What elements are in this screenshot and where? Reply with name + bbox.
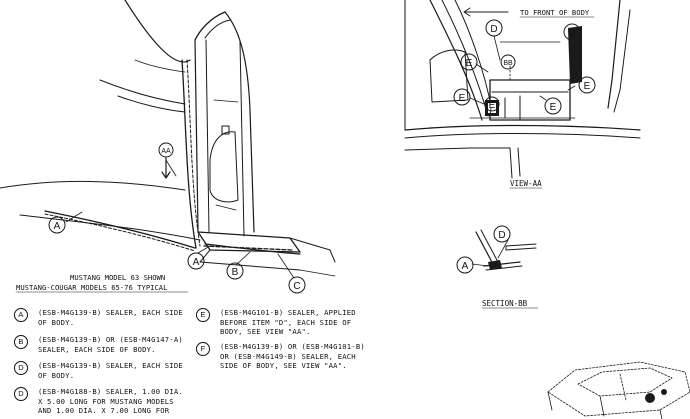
svg-text:E: E: [584, 81, 591, 92]
view-aa-callout-e4: E: [578, 76, 596, 94]
to-front-of-body-label: TO FRONT OF BODY: [520, 8, 590, 17]
svg-text:AA: AA: [161, 148, 171, 155]
svg-text:D: D: [568, 28, 575, 39]
svg-text:E: E: [550, 102, 557, 113]
legend-badge-d2: D: [14, 387, 28, 401]
svg-text:E: E: [466, 58, 473, 69]
model-caption-line2: MUSTANG-COUGAR MODELS 65-76 TYPICAL: [16, 283, 167, 292]
svg-text:D: D: [498, 230, 505, 241]
section-bb-callout-a: A: [456, 256, 474, 274]
legend-badge-e: E: [196, 308, 210, 322]
legend-item-d1: D (ESB-M4G139-B) SEALER, EACH SIDE OF BO…: [14, 361, 204, 389]
callout-aa-view-marker: AA: [158, 142, 174, 179]
callout-b: B: [226, 262, 244, 280]
callout-a-sill: A: [187, 252, 205, 270]
svg-text:A: A: [193, 257, 200, 268]
legend-item-b: B (ESB-M4G139-B) OR (ESB-M4G147-A) SEALE…: [14, 335, 204, 363]
legend-text-a: (ESB-M4G139-B) SEALER, EACH SIDE OF BODY…: [38, 308, 183, 327]
svg-text:A: A: [462, 261, 469, 272]
svg-text:C: C: [293, 281, 300, 292]
svg-text:E: E: [489, 100, 496, 111]
svg-text:B: B: [232, 267, 239, 278]
legend-text-d2: (ESB-M4G188-B) SEALER, 1.00 DIA. X 5.00 …: [38, 387, 183, 416]
legend-text-e: (ESB-M4G101-B) SEALER, APPLIED BEFORE IT…: [220, 308, 356, 337]
view-aa-callout-d-left: D: [485, 19, 503, 37]
svg-text:BB: BB: [503, 60, 513, 67]
section-bb-callout-d: D: [493, 225, 511, 243]
legend-badge-a: A: [14, 308, 28, 322]
legend-badge-f: F: [196, 342, 210, 356]
view-aa-caption: VIEW-AA: [510, 179, 542, 188]
view-aa-callout-d-right: D: [563, 23, 581, 41]
legend-item-f: F (ESB-M4G139-B) OR (ESB-M4G101-B) OR (E…: [196, 342, 396, 376]
view-aa-callout-e2: E: [453, 88, 471, 106]
view-aa-callout-bb: BB: [500, 54, 516, 70]
callout-c: C: [288, 276, 306, 294]
legend-text-d1: (ESB-M4G139-B) SEALER, EACH SIDE OF BODY…: [38, 361, 183, 380]
view-aa-drawing: [404, 0, 641, 179]
door-pillar-drawing: [0, 0, 336, 279]
legend-badge-b: B: [14, 335, 28, 349]
svg-text:D: D: [490, 24, 497, 35]
car-location-sketch: [547, 361, 690, 419]
legend-item-d2: D (ESB-M4G188-B) SEALER, 1.00 DIA. X 5.0…: [14, 387, 204, 419]
callout-a-main: A: [48, 216, 66, 234]
section-bb-caption: SECTION-BB: [482, 299, 528, 308]
legend-item-e: E (ESB-M4G101-B) SEALER, APPLIED BEFORE …: [196, 308, 396, 342]
view-aa-callout-e1: E: [460, 53, 478, 71]
model-caption-line1: MUSTANG MODEL 63 SHOWN: [70, 273, 165, 282]
view-aa-callout-e5: E: [544, 97, 562, 115]
svg-text:A: A: [54, 221, 61, 232]
legend-item-a: A (ESB-M4G139-B) SEALER, EACH SIDE OF BO…: [14, 308, 204, 336]
view-aa-callout-e3: E: [484, 96, 500, 112]
legend-text-b: (ESB-M4G139-B) OR (ESB-M4G147-A) SEALER,…: [38, 335, 183, 354]
legend-text-f: (ESB-M4G139-B) OR (ESB-M4G101-B) OR (ESB…: [220, 342, 365, 371]
svg-text:E: E: [459, 93, 466, 104]
section-bb-drawing: [471, 229, 537, 271]
legend-badge-d1: D: [14, 361, 28, 375]
